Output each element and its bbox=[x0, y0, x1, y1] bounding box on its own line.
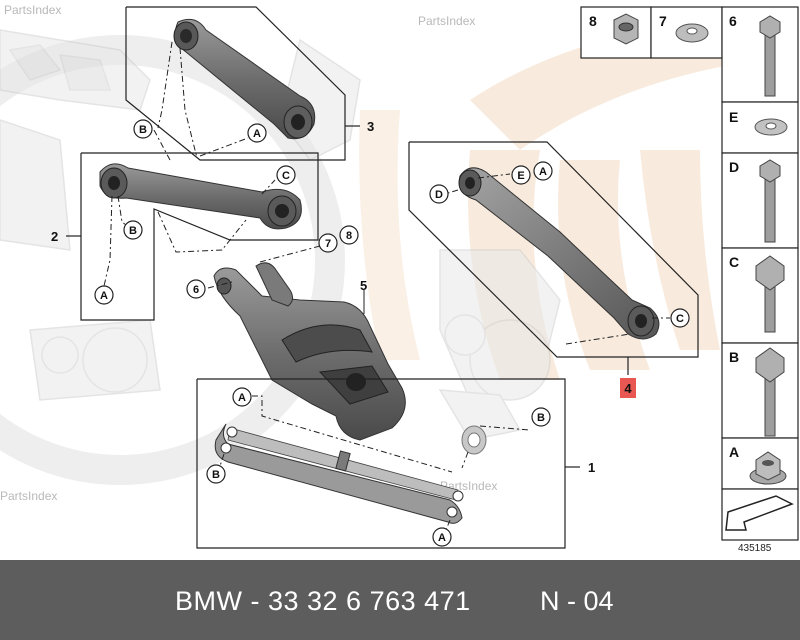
svg-text:A: A bbox=[253, 128, 261, 140]
washer-e bbox=[754, 118, 788, 136]
camber-control-arm bbox=[99, 163, 302, 230]
svg-text:C: C bbox=[676, 313, 684, 325]
leader-lines-group-4 bbox=[447, 173, 670, 345]
svg-text:B: B bbox=[129, 225, 137, 237]
part-number-3: 3 bbox=[367, 119, 374, 134]
hardware-kit-panel bbox=[580, 6, 799, 541]
kit-label-d: D bbox=[729, 159, 739, 175]
svg-text:B: B bbox=[139, 124, 147, 136]
callout-b: B bbox=[123, 220, 143, 240]
kit-label-7: 7 bbox=[659, 13, 667, 29]
tension-strut bbox=[458, 167, 660, 340]
leader-lines-group-3 bbox=[153, 41, 249, 161]
callout-7: 7 bbox=[318, 233, 338, 253]
part-number-2: 2 bbox=[51, 229, 58, 244]
callout-a: A bbox=[432, 527, 452, 547]
kit-label-a: A bbox=[729, 444, 739, 460]
group-3-frame bbox=[125, 6, 360, 161]
svg-text:A: A bbox=[238, 392, 246, 404]
callout-6: 6 bbox=[186, 279, 206, 299]
kit-label-6: 6 bbox=[729, 13, 737, 29]
callout-c: C bbox=[276, 165, 296, 185]
svg-text:D: D bbox=[435, 189, 443, 201]
part-number-4-highlighted: 4 bbox=[620, 378, 636, 398]
part-number-1: 1 bbox=[588, 460, 595, 475]
svg-text:B: B bbox=[537, 412, 545, 424]
callout-c: C bbox=[670, 308, 690, 328]
callout-8: 8 bbox=[339, 225, 359, 245]
parts-diagram: PartsIndex PartsIndex PartsIndex PartsIn… bbox=[0, 3, 799, 554]
svg-text:7: 7 bbox=[325, 238, 331, 250]
hex-nut-8 bbox=[613, 13, 639, 45]
toe-link bbox=[214, 423, 487, 524]
callout-a: A bbox=[247, 123, 267, 143]
leader-lines-group-1 bbox=[219, 395, 531, 531]
callout-b: B bbox=[133, 119, 153, 139]
bolt-d bbox=[759, 159, 781, 243]
callout-a: A bbox=[232, 387, 252, 407]
arrow-icon bbox=[725, 495, 794, 531]
kit-label-8: 8 bbox=[589, 13, 597, 29]
svg-text:E: E bbox=[517, 170, 524, 182]
callout-b: B bbox=[531, 407, 551, 427]
part-number-5: 5 bbox=[360, 278, 367, 293]
svg-text:B: B bbox=[212, 469, 220, 481]
bolt-c bbox=[755, 255, 785, 333]
group-4-frame bbox=[408, 141, 699, 375]
part-number-text: BMW - 33 32 6 763 471 bbox=[175, 586, 471, 616]
bolt-b bbox=[755, 347, 785, 437]
callout-d: D bbox=[429, 184, 449, 204]
leader-lines-group-5 bbox=[207, 245, 365, 314]
callout-e: E bbox=[511, 165, 531, 185]
watermark-text: PartsIndex bbox=[0, 489, 57, 503]
washer-7 bbox=[675, 23, 709, 43]
callout-a: A bbox=[94, 285, 114, 305]
watermark-text: PartsIndex bbox=[4, 3, 61, 17]
svg-text:6: 6 bbox=[193, 284, 199, 296]
upper-control-arm bbox=[173, 18, 316, 140]
subframe-ghost bbox=[0, 29, 561, 441]
callout-a: A bbox=[533, 161, 553, 181]
flange-nut-a bbox=[749, 451, 787, 485]
svg-text:A: A bbox=[539, 166, 547, 178]
kit-label-e: E bbox=[729, 109, 738, 125]
diagram-number: 435185 bbox=[738, 543, 772, 554]
callout-b: B bbox=[206, 464, 226, 484]
footer-bar: BMW - 33 32 6 763 471 N - 04 bbox=[0, 560, 800, 640]
bolt-6 bbox=[759, 15, 781, 97]
svg-text:8: 8 bbox=[346, 230, 352, 242]
svg-text:A: A bbox=[438, 532, 446, 544]
svg-text:A: A bbox=[100, 290, 108, 302]
group-2-frame bbox=[66, 152, 319, 321]
wishbone-arm bbox=[213, 262, 406, 441]
svg-text:4: 4 bbox=[624, 381, 632, 396]
watermark-text: PartsIndex bbox=[418, 14, 475, 28]
kit-label-c: C bbox=[729, 254, 739, 270]
kit-label-b: B bbox=[729, 349, 739, 365]
position-text: N - 04 bbox=[540, 586, 614, 616]
svg-text:C: C bbox=[282, 170, 290, 182]
group-1-frame bbox=[196, 378, 580, 549]
